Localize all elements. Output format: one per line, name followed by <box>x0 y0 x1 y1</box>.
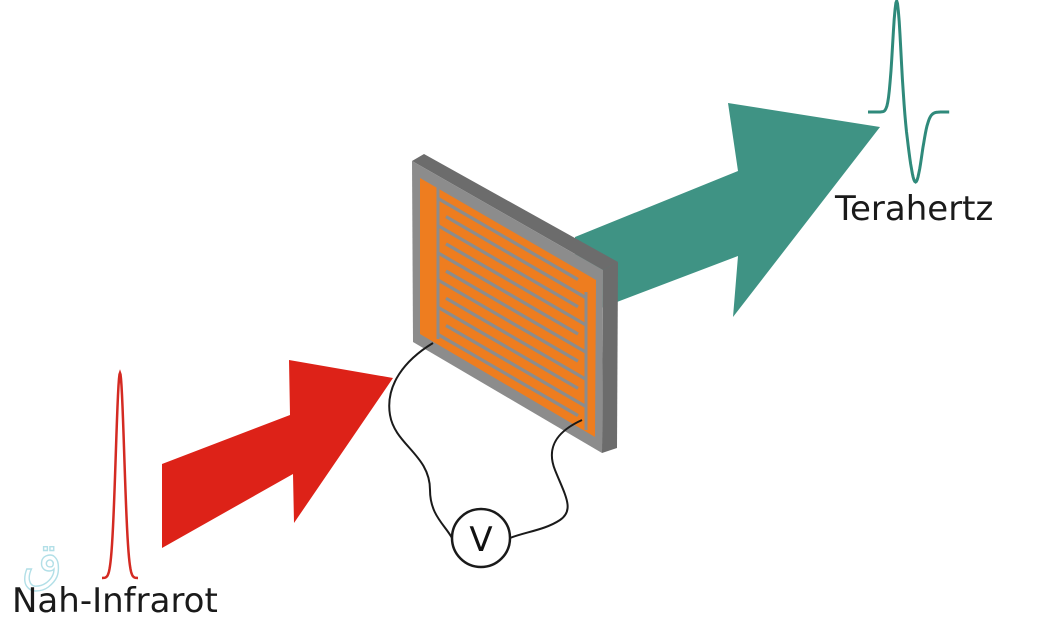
left-wire <box>388 342 453 539</box>
interdigitated-finger-gaps <box>436 186 588 430</box>
finger-gap <box>445 324 587 408</box>
voltmeter-label: V <box>469 520 492 560</box>
watermark-logo: ق <box>22 533 62 593</box>
finger-gap <box>445 296 587 381</box>
terahertz-label: Terahertz <box>834 189 993 229</box>
voltmeter-circle <box>450 507 512 569</box>
terahertz-beam-arrow <box>575 103 880 318</box>
finger-gap <box>437 333 579 417</box>
terahertz-pulse-icon <box>868 0 950 184</box>
finger-gap <box>437 224 579 309</box>
near-infrared-pulse-icon <box>102 369 138 580</box>
right-wire <box>509 419 583 539</box>
near-infrared-beam-arrow <box>162 360 393 548</box>
finger-gap <box>445 269 587 354</box>
finger-gap <box>445 242 587 327</box>
finger-gap <box>437 278 579 363</box>
finger-gap <box>445 215 587 300</box>
near-infrared-label: Nah-Infrarot <box>12 581 218 621</box>
finger-gap <box>437 197 579 281</box>
substrate-top-face <box>412 154 618 270</box>
substrate-side-face <box>602 262 618 453</box>
finger-gap <box>437 251 579 336</box>
finger-gap <box>437 305 579 390</box>
